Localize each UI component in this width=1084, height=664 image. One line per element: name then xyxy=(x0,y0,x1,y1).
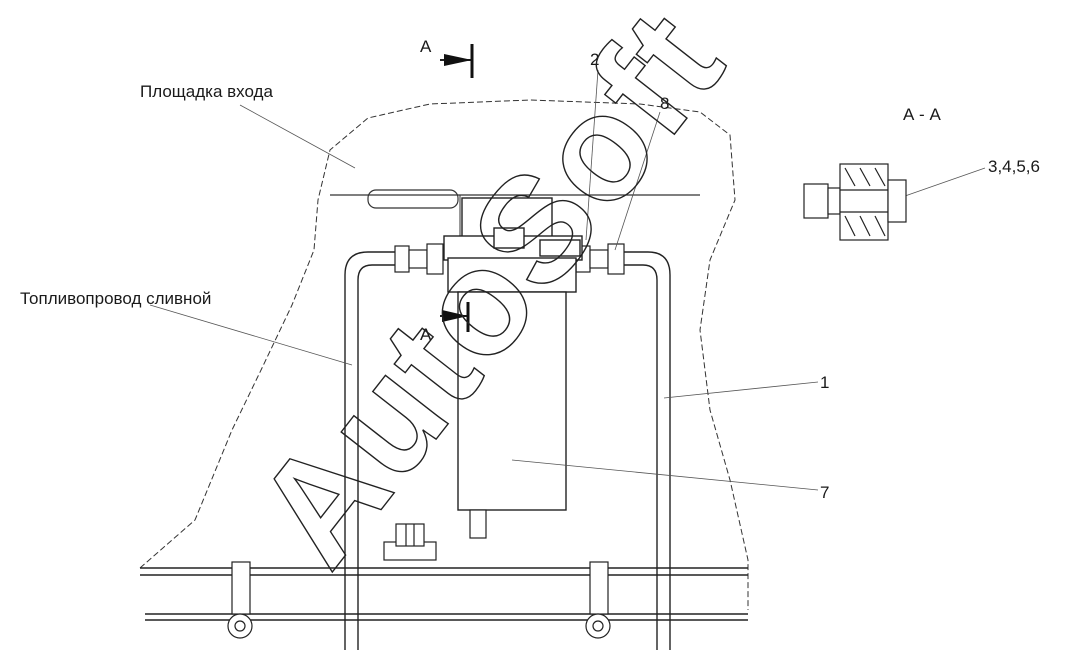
section-arrow-top xyxy=(440,44,474,78)
section-arrow-mid xyxy=(440,302,470,332)
filter-head xyxy=(443,197,583,293)
platform-contour xyxy=(139,99,749,610)
leader-lines xyxy=(149,69,986,491)
clamp-left xyxy=(227,561,253,639)
drain-pipe xyxy=(344,251,671,650)
callout-8: 8 xyxy=(660,94,669,113)
platform-label: Площадка входа xyxy=(140,82,273,101)
callout-3456: 3,4,5,6 xyxy=(988,157,1040,176)
bracket-bolt xyxy=(383,523,437,561)
drain-line-label: Топливопровод сливной xyxy=(20,289,211,308)
clamp-right xyxy=(585,561,611,639)
section-aa-detail xyxy=(803,163,907,241)
callout-1: 1 xyxy=(820,373,829,392)
filter-drain-plug xyxy=(469,509,487,539)
filter-body xyxy=(457,291,567,511)
section-title: А - А xyxy=(903,105,941,124)
step-slot xyxy=(367,189,459,209)
callout-7: 7 xyxy=(820,483,829,502)
section-mark-mid: А xyxy=(420,325,432,344)
callout-2: 2 xyxy=(590,50,599,69)
section-mark-top: А xyxy=(420,37,432,56)
